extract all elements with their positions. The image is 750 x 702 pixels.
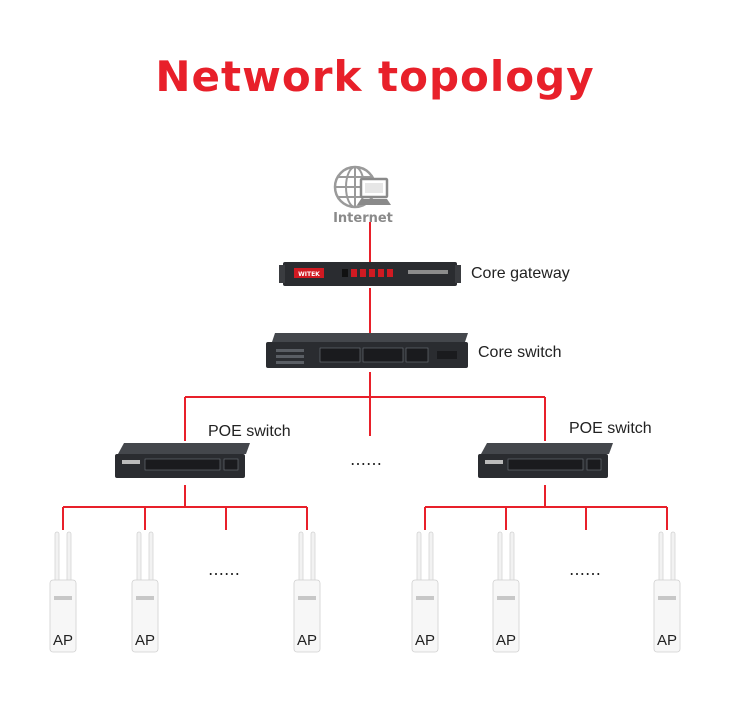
ap-label-6: AP [657,632,677,649]
page-title: Network topology [155,52,595,101]
core-gateway-label: Core gateway [471,265,570,282]
ap-label-4: AP [415,632,435,649]
ap-ellipsis-left: …… [208,560,240,579]
ap-ellipsis-right: …… [569,560,601,579]
poe-switch-right-device [478,443,613,478]
poe-ellipsis: …… [350,450,382,469]
poe-switch-left-device [115,443,250,478]
core-gateway-device: WITEK [279,262,461,286]
core-switch-label: Core switch [478,344,562,361]
poe-switch-left-label: POE switch [208,423,291,440]
ap-label-3: AP [297,632,317,649]
poe-switch-right-label: POE switch [569,420,652,437]
internet-icon [333,165,391,209]
gateway-brand: WITEK [298,271,320,278]
ap-label-2: AP [135,632,155,649]
ap-label-1: AP [53,632,73,649]
core-switch-device [266,333,468,368]
ap-label-5: AP [496,632,516,649]
connection-lines [62,222,668,530]
internet-label: Internet [333,211,393,226]
